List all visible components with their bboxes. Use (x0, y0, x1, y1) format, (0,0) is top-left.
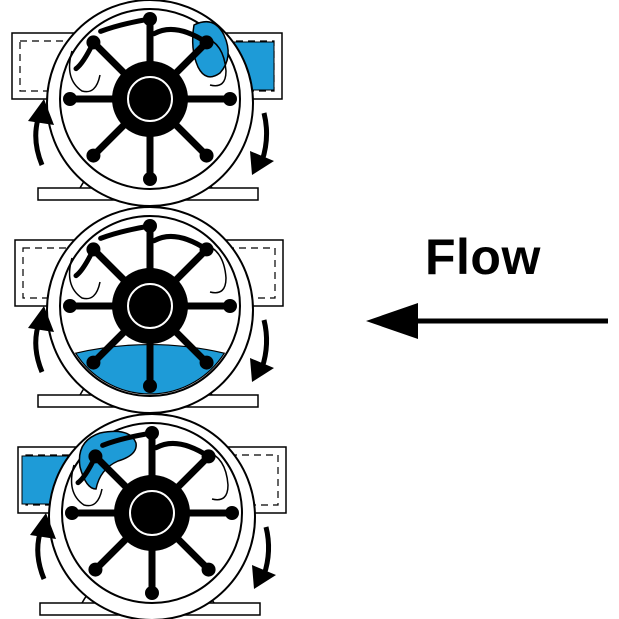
rotation-arrow-right-icon (250, 112, 274, 175)
flow-label: Flow (425, 229, 541, 285)
rotation-arrow-left-icon (28, 99, 54, 166)
stage-3 (17, 413, 287, 619)
rotation-arrow-left-icon (28, 306, 54, 373)
flow-arrow-icon (366, 303, 608, 339)
rotation-arrow-left-icon (30, 513, 56, 580)
rotation-arrow-right-icon (250, 319, 274, 382)
stage-1 (11, 0, 283, 207)
rotation-arrow-right-icon (252, 526, 276, 589)
stage-2 (14, 206, 284, 414)
